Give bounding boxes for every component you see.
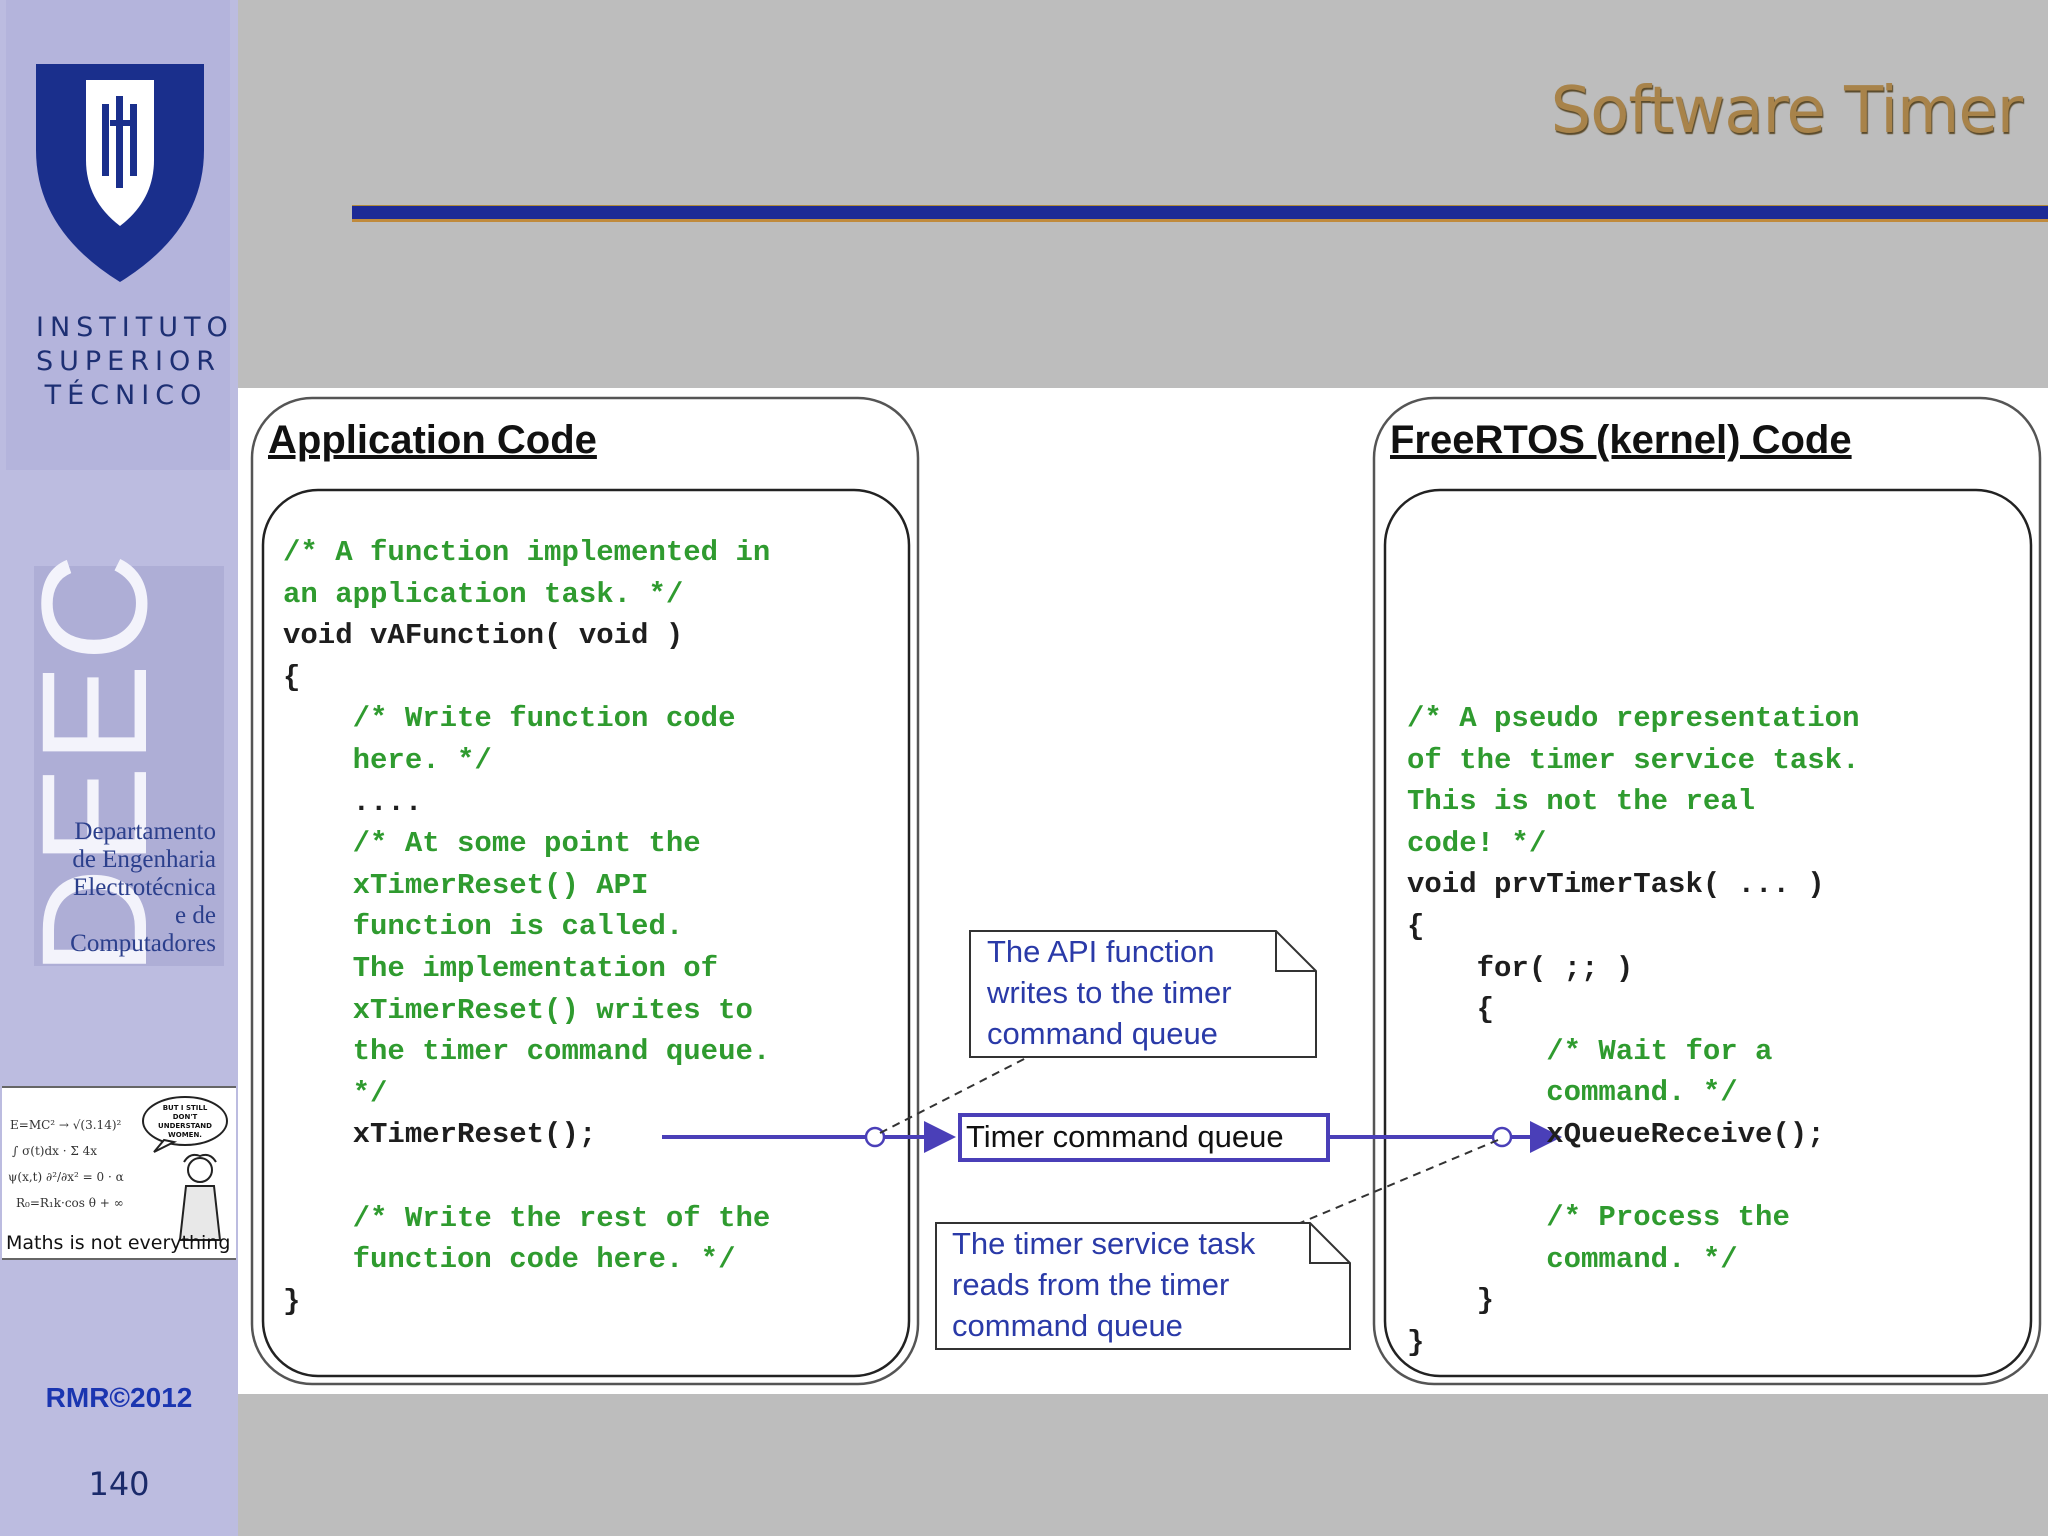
diagram-shapes xyxy=(250,396,2042,1386)
speech-bubble-icon xyxy=(142,1096,228,1153)
app-inner-box xyxy=(261,488,911,1378)
app-code-line xyxy=(283,1156,770,1198)
read-arrow-origin xyxy=(1491,1126,1513,1148)
kernel-code-line: command. */ xyxy=(1407,1242,1738,1276)
kernel-code-line: /* Process the xyxy=(1407,1201,1790,1235)
write-arrow-origin xyxy=(864,1126,886,1148)
kernel-code-line xyxy=(1407,1156,1859,1198)
deec-acronym: DEEC xyxy=(10,551,178,976)
app-code-heading: Application Code xyxy=(268,418,597,462)
app-code-line: } xyxy=(283,1284,301,1318)
note-read-connector xyxy=(1299,1139,1499,1224)
kernel-code-line: code! */ xyxy=(1407,826,1547,860)
app-code-line: /* Write the rest of the xyxy=(283,1201,771,1235)
note-write-box xyxy=(969,930,1317,1058)
queue-box xyxy=(958,1113,1330,1162)
ist-logo-area: INSTITUTO SUPERIOR TÉCNICO xyxy=(6,0,230,470)
kernel-code-line: void prvTimerTask( ... ) xyxy=(1407,868,1825,902)
kernel-code-line: xQueueReceive(); xyxy=(1407,1117,1825,1151)
app-code-line: .... xyxy=(283,785,423,819)
note-read-text: The timer service task reads from the ti… xyxy=(952,1226,1256,1343)
sidebar: INSTITUTO SUPERIOR TÉCNICO DEEC Departam… xyxy=(0,0,238,1536)
app-code-line: function code here. */ xyxy=(283,1243,736,1277)
kernel-inner-box xyxy=(1383,488,2033,1378)
kernel-code-line: command. */ xyxy=(1407,1076,1738,1110)
kernel-code-line: { xyxy=(1407,909,1425,943)
ist-shield-logo xyxy=(36,64,204,282)
institution-line-1: INSTITUTO xyxy=(36,312,234,343)
copyright: RMR©2012 xyxy=(45,1382,193,1413)
app-code-line: */ xyxy=(283,1076,388,1110)
kernel-code-line: This is not the real xyxy=(1407,785,1756,819)
app-code-line: { xyxy=(283,660,301,694)
app-code-line: here. */ xyxy=(283,743,492,777)
institution-line-2: SUPERIOR xyxy=(36,346,221,377)
kernel-code-line: /* Wait for a xyxy=(1407,1034,1773,1068)
cartoon-image: E=MC² → √(3.14)² ∫ σ(t)dx · Σ 4x ψ(x,t) … xyxy=(2,1086,236,1260)
app-code-line: /* A function implemented in xyxy=(283,536,771,569)
cartoon-caption: Maths is not everything xyxy=(6,1232,231,1254)
speech-bubble-text: BUT I STILL DON'T UNDERSTAND WOMEN. xyxy=(158,1104,212,1139)
kernel-code-line: } xyxy=(1407,1325,1425,1359)
kernel-code-line: /* A pseudo representation xyxy=(1407,702,1860,735)
department-line-2: de Engenharia xyxy=(72,846,216,873)
app-code-line: /* At some point the xyxy=(283,827,701,861)
page-number: 140 xyxy=(88,1465,150,1503)
app-code-line: void vAFunction( void ) xyxy=(283,619,684,653)
institution-line-3: TÉCNICO xyxy=(44,380,208,411)
kernel-code-line: { xyxy=(1407,993,1495,1027)
kernel-code-block: /* A pseudo representation of the timer s… xyxy=(1407,698,1859,1364)
app-code-block: /* A function implemented in an applicati… xyxy=(283,532,770,1322)
department-line-3: Electrotécnica xyxy=(73,874,216,901)
queue-label: Timer command queue xyxy=(966,1119,1284,1154)
department-line-5: Computadores xyxy=(70,930,216,957)
app-code-line: function is called. xyxy=(283,910,684,944)
app-code-line: xTimerReset() writes to xyxy=(283,993,753,1027)
app-code-line: xTimerReset(); xyxy=(283,1118,597,1152)
kernel-code-line: } xyxy=(1407,1284,1495,1318)
department-line-1: Departamento xyxy=(74,818,216,845)
app-code-line: xTimerReset() API xyxy=(283,868,649,902)
scientist-figure-icon xyxy=(178,1153,222,1241)
app-code-line: The implementation of xyxy=(283,951,719,985)
note-read-box xyxy=(935,1222,1351,1350)
app-code-line: the timer command queue. xyxy=(283,1035,771,1069)
department-line-4: e de xyxy=(175,902,216,929)
note-write-text: The API function writes to the timer com… xyxy=(987,934,1232,1051)
kernel-code-line: for( ;; ) xyxy=(1407,951,1634,985)
slide-title: Software Timer xyxy=(1550,74,2023,148)
kernel-code-heading: FreeRTOS (kernel) Code xyxy=(1390,418,1852,462)
app-code-line: an application task. */ xyxy=(283,577,684,611)
kernel-code-line: of the timer service task. xyxy=(1407,743,1860,777)
timer-queue-diagram: Application Code FreeRTOS (kernel) Code … xyxy=(238,388,2048,1394)
deec-logo-area: DEEC xyxy=(10,551,224,976)
title-rule xyxy=(352,205,2048,222)
app-code-line: /* Write function code xyxy=(283,702,736,736)
